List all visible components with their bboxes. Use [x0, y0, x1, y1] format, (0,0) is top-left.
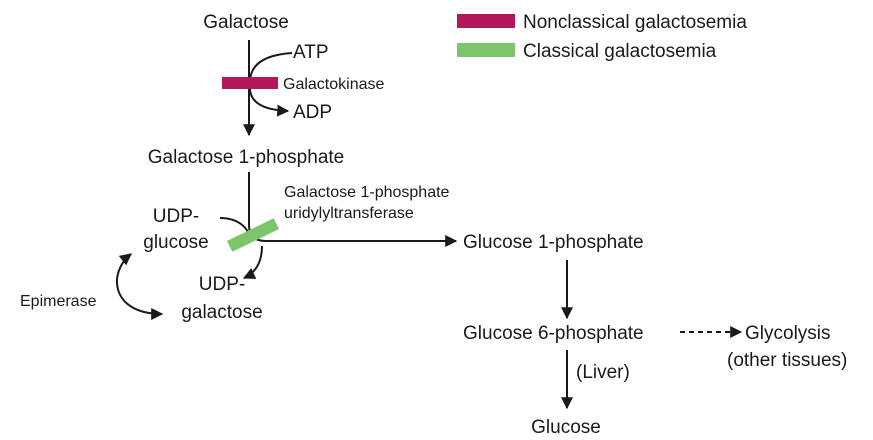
arrow-epimerase: [116, 253, 164, 320]
arrow-adp-out: [249, 87, 290, 117]
node-udp-galactose-line1: UDP-: [199, 274, 245, 295]
node-galactose: Galactose: [203, 12, 289, 33]
node-udp-glucose-line1: UDP-: [153, 206, 199, 227]
node-udp-galactose-line2: galactose: [181, 302, 262, 323]
node-glucose-1-phosphate: Glucose 1-phosphate: [463, 232, 644, 253]
cofactor-adp: ADP: [293, 102, 332, 123]
cofactor-atp: ATP: [293, 42, 329, 63]
node-glucose-6-phosphate: Glucose 6-phosphate: [463, 323, 644, 344]
arrow-udp-galactose-out: [242, 245, 263, 279]
node-galactose-1-phosphate: Galactose 1-phosphate: [148, 147, 344, 168]
legend-swatch-classical: [457, 43, 515, 57]
uridylyltransferase-block-marker: [227, 218, 279, 252]
node-glucose: Glucose: [531, 417, 601, 438]
node-glycolysis-line1: Glycolysis: [745, 323, 831, 344]
enzyme-epimerase: Epimerase: [20, 293, 97, 310]
enzyme-uridylyltransferase-line2: uridylyltransferase: [284, 205, 414, 222]
legend: Nonclassical galactosemia Classical gala…: [457, 12, 747, 62]
enzyme-liver: (Liver): [576, 362, 630, 383]
legend-label-nonclassical: Nonclassical galactosemia: [523, 12, 747, 33]
legend-swatch-nonclassical: [457, 14, 515, 28]
galactokinase-block-marker: [222, 77, 278, 89]
enzyme-galactokinase: Galactokinase: [283, 76, 384, 93]
node-glycolysis-line2: (other tissues): [727, 350, 847, 371]
node-udp-glucose-line2: glucose: [143, 232, 209, 253]
enzyme-uridylyltransferase-line1: Galactose 1-phosphate: [284, 184, 450, 201]
legend-label-classical: Classical galactosemia: [523, 41, 717, 62]
